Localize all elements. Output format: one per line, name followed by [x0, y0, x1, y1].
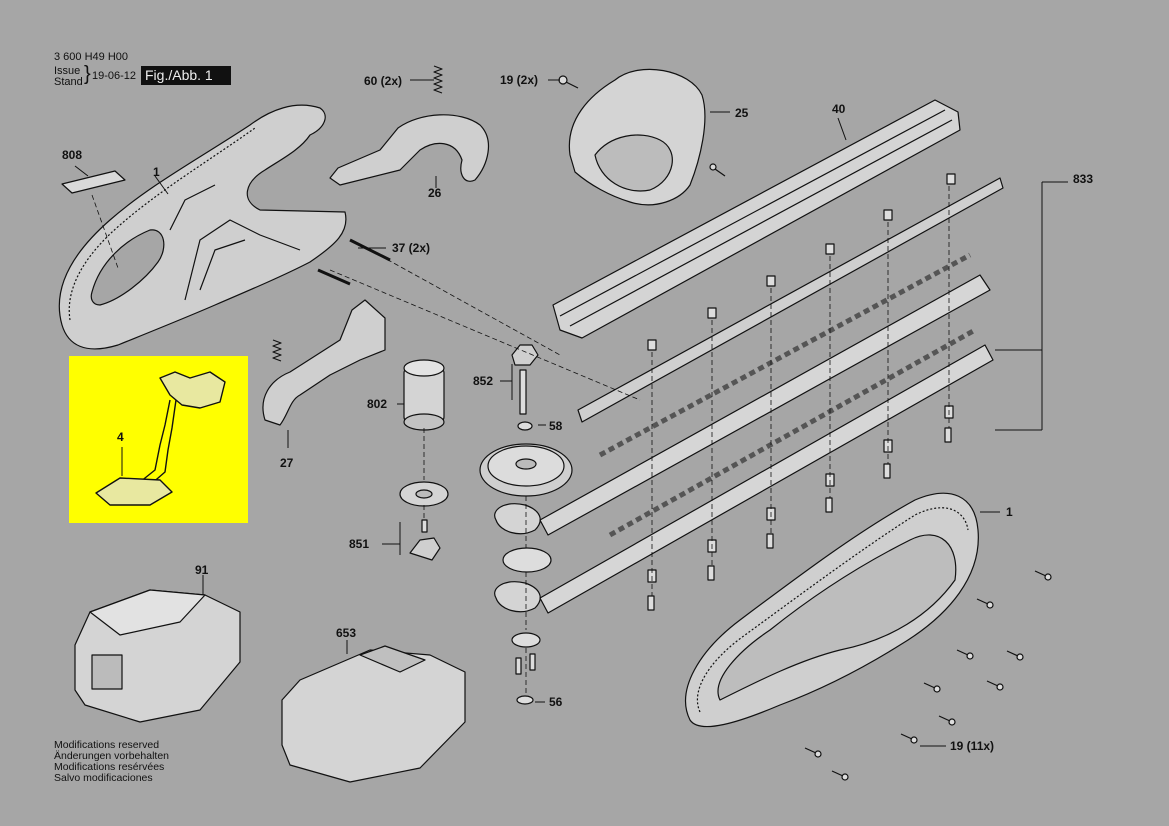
callout-91: 91 [195, 563, 209, 577]
callout-27: 27 [280, 456, 294, 470]
callout-19-lower: 19 (11x) [950, 739, 995, 753]
callout-1-lower: 1 [1006, 505, 1013, 519]
footer-line-de: Änderungen vorbehalten [54, 750, 170, 762]
part-851-holder [409, 519, 441, 561]
part-disc-b [511, 632, 541, 648]
part-91-battery [74, 589, 241, 723]
part-4-wiring [95, 371, 226, 506]
part-60-spring [433, 65, 443, 94]
callout-852: 852 [473, 374, 494, 388]
part-56-washer [516, 695, 534, 705]
part-653-charger [281, 645, 466, 783]
callout-808: 808 [62, 148, 83, 162]
part-852-holder [511, 344, 539, 415]
part-802-motor [403, 359, 445, 431]
leader-lines [74, 79, 1068, 747]
blade-teeth-upper [598, 252, 972, 458]
figure-label: Fig./Abb. 1 [141, 66, 231, 85]
footer-line-fr: Modifications resérvées [54, 761, 165, 773]
part-19-screws-lower [804, 570, 1052, 781]
part-19-screw-top [558, 75, 579, 89]
doc-number: 3 600 H49 H00 [54, 51, 128, 63]
callout-1-upper: 1 [153, 165, 160, 179]
callout-58: 58 [549, 419, 563, 433]
callout-56: 56 [549, 695, 563, 709]
brace-glyph: } [84, 63, 91, 85]
footer-line-es: Salvo modificaciones [54, 772, 153, 784]
part-1-housing-right [685, 492, 979, 728]
part-big-gear [479, 443, 573, 497]
part-833-blade-lower [494, 344, 994, 614]
part-833-bar [577, 177, 1004, 423]
alignment-lines [91, 186, 950, 696]
callout-60: 60 (2x) [364, 74, 403, 88]
part-37-pin-b [317, 268, 351, 286]
issue-date: 19-06-12 [92, 70, 137, 82]
part-833-blade-upper [494, 274, 991, 536]
part-25-screw [709, 163, 726, 177]
callout-19-top: 19 (2x) [500, 73, 539, 87]
footer-line-en: Modifications reserved [54, 739, 160, 751]
part-40-blade-cover [552, 99, 961, 339]
part-27-handle [262, 299, 386, 426]
issue-label: Issue [54, 65, 81, 77]
callout-26: 26 [428, 186, 442, 200]
callout-833: 833 [1073, 172, 1094, 186]
callout-653: 653 [336, 626, 357, 640]
callout-4: 4 [117, 430, 124, 444]
part-disc-a [502, 547, 552, 573]
stand-label: Stand [54, 76, 83, 88]
callout-802: 802 [367, 397, 388, 411]
part-26-switch [329, 114, 489, 186]
part-808-label [61, 170, 126, 194]
callout-851: 851 [349, 537, 370, 551]
callout-37: 37 (2x) [392, 241, 431, 255]
part-1-housing-left [58, 104, 347, 350]
part-802-gear [399, 481, 449, 507]
callout-40: 40 [832, 102, 846, 116]
callout-25: 25 [735, 106, 749, 120]
part-58-washer [517, 421, 533, 431]
